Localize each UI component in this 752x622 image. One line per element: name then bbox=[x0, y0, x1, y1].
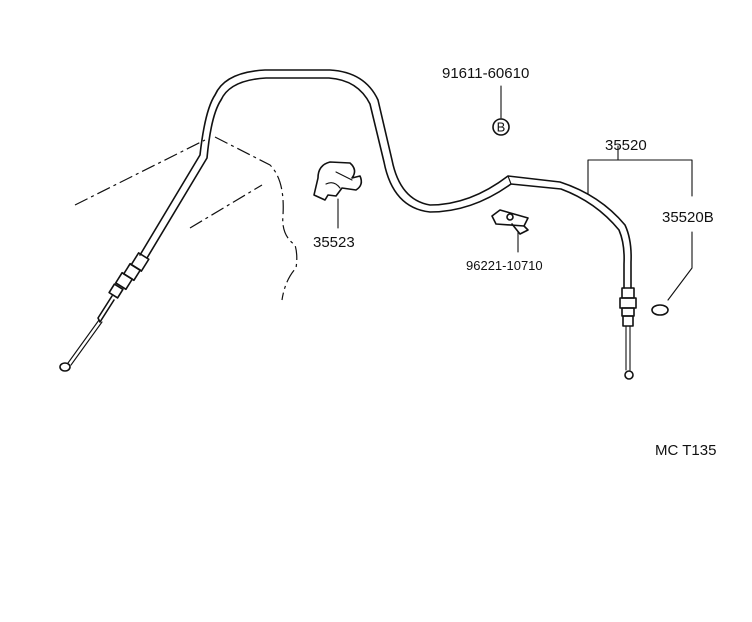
figure-code: MC T135 bbox=[655, 442, 716, 459]
cable-clamp-icon bbox=[313, 161, 363, 229]
label-clamp-part: 35523 bbox=[313, 234, 355, 251]
vehicle-body-outline bbox=[74, 136, 298, 301]
shift-cable bbox=[139, 69, 632, 289]
assembly-bracket bbox=[587, 145, 693, 316]
label-cable-sub: 35520B bbox=[662, 209, 714, 226]
bolt-symbol: B bbox=[497, 120, 506, 135]
label-bolt-part: 91611-60610 bbox=[442, 65, 529, 82]
retainer-icon bbox=[491, 209, 529, 253]
cable-end-left bbox=[59, 252, 150, 372]
label-retainer-part: 96221-10710 bbox=[466, 258, 543, 273]
bolt-b-icon: B bbox=[492, 85, 510, 136]
cable-end-right bbox=[619, 287, 637, 380]
label-cable-assy: 35520 bbox=[605, 137, 647, 154]
